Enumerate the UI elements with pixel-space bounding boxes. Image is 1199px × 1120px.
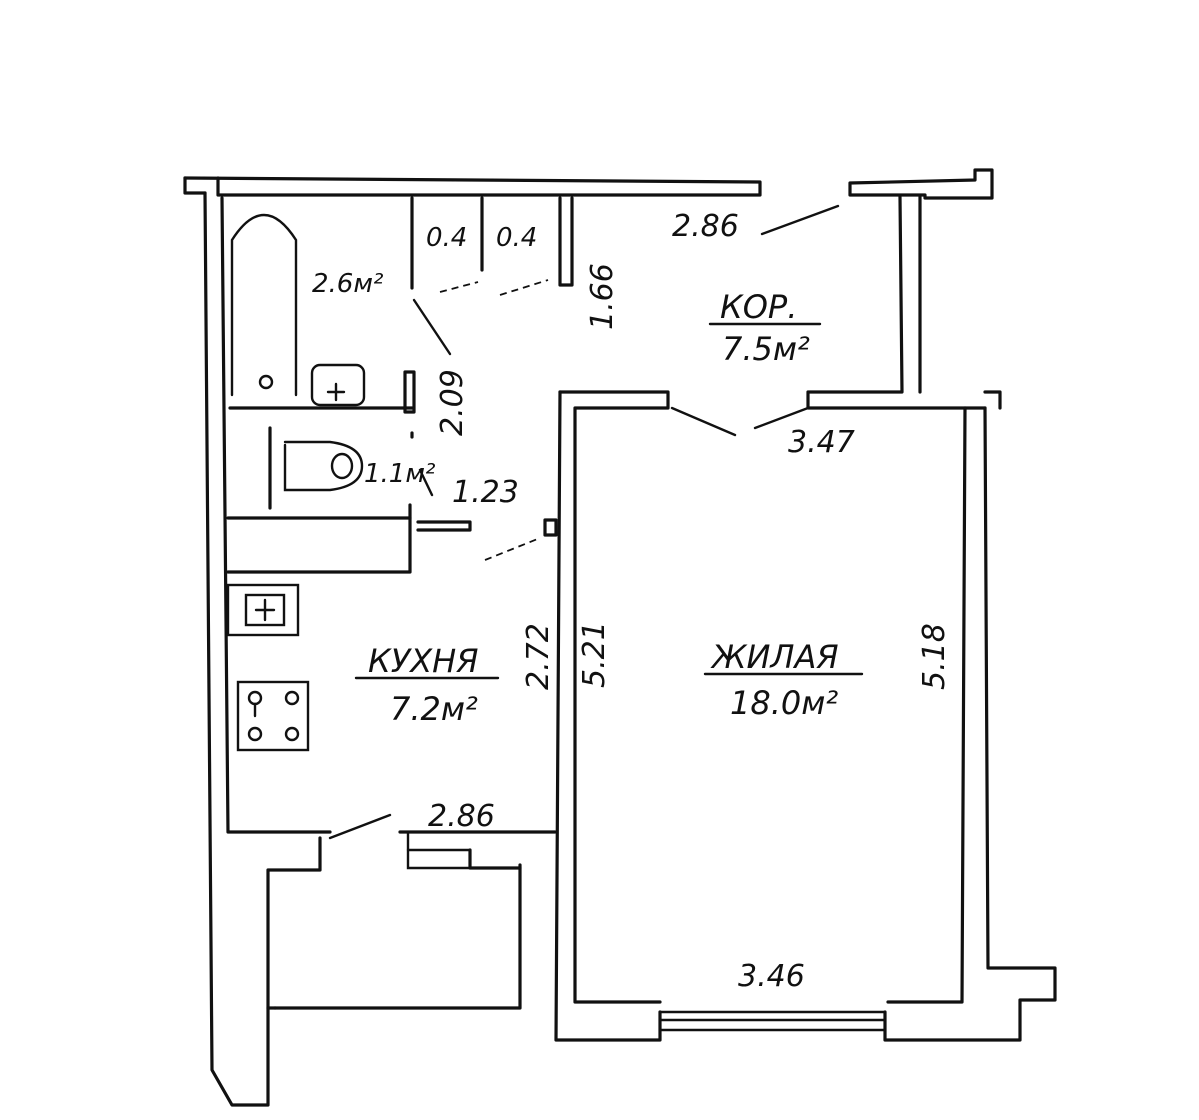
corridor-name: КОР. [720,288,797,326]
stove-icon [236,680,310,752]
dim-living-bottom: 3.46 [738,959,805,994]
dim-bath-side: 2.09 [435,369,470,436]
living-name: ЖИЛАЯ [710,638,839,676]
bathroom-area: 2.6м² [312,269,383,299]
room-labels: КОР. 7.5м² КУХНЯ 7.2м² ЖИЛАЯ 18.0м² 2.6м… [312,269,864,728]
dimension-labels: 0.4 0.4 2.86 1.66 2.09 3.47 1.23 2.72 5.… [426,209,952,994]
toilet-icon [283,440,364,492]
kitchen-sink-icon [226,583,300,637]
dim-living-top: 3.47 [788,425,855,460]
kitchen-area: 7.2м² [390,690,478,728]
dim-kitchen-side: 2.72 [521,623,556,690]
corridor-area: 7.5м² [722,330,810,368]
dim-closet-left: 0.4 [426,223,467,253]
bathtub-icon [230,214,298,397]
sink-icon [310,363,366,407]
dim-living-left: 5.21 [577,621,612,688]
dim-closet-right: 0.4 [496,223,537,253]
walls [183,168,1057,1107]
kitchen-name: КУХНЯ [368,642,478,680]
toilet-area: 1.1м² [364,459,435,489]
dim-living-right: 5.18 [917,623,952,690]
living-area: 18.0м² [730,684,838,722]
dim-corridor-side: 1.66 [585,263,620,330]
dim-kitchen-bottom: 2.86 [428,799,495,834]
dim-toilet-width: 1.23 [452,475,519,510]
doors [328,204,840,840]
dim-corridor-top: 2.86 [672,209,739,244]
